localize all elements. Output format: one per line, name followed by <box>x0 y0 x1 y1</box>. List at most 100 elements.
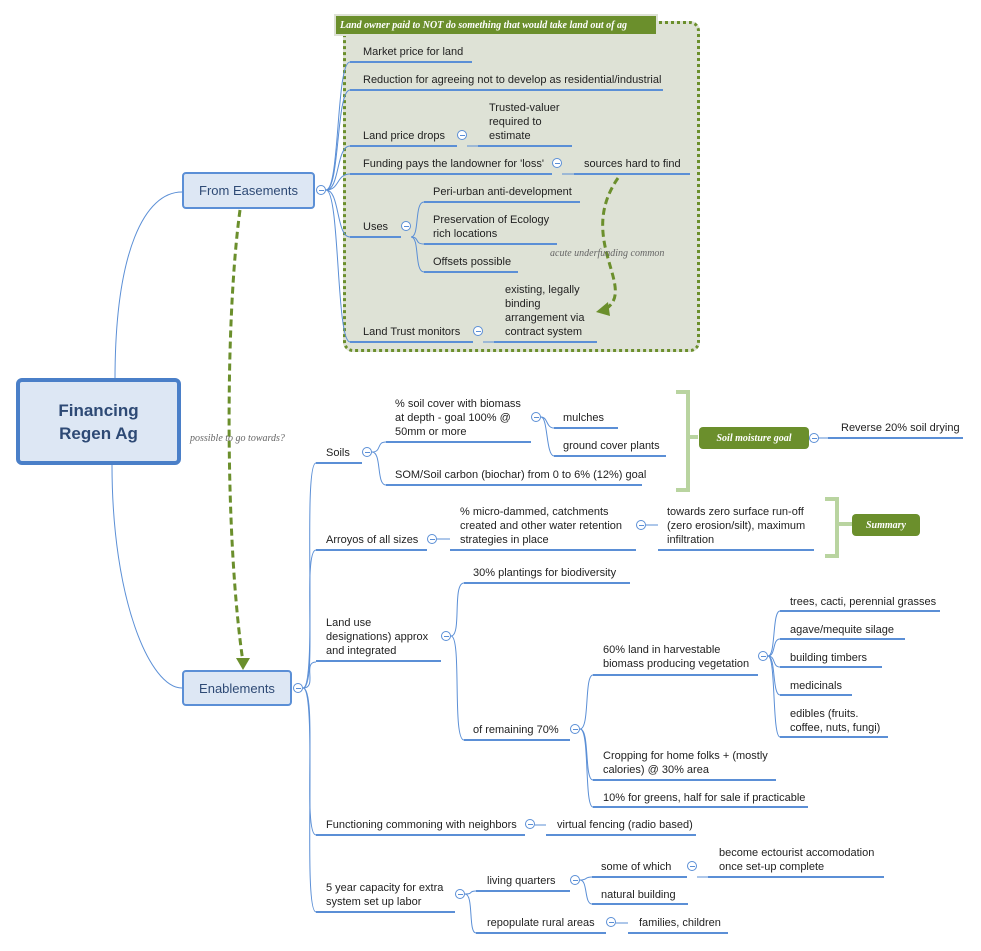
subtopic-micro-dammed[interactable]: % micro-dammed, catchments created and o… <box>460 505 622 547</box>
subtopic-soil-cover[interactable]: % soil cover with biomass at depth - goa… <box>395 397 521 439</box>
root-title-line1: Financing <box>58 400 139 420</box>
subtopic-market-price[interactable]: Market price for land <box>363 46 464 58</box>
subtopic-greens[interactable]: 10% for greens, half for sale if practic… <box>603 792 806 804</box>
subtopic-trees[interactable]: trees, cacti, perennial grasses <box>790 596 937 608</box>
easements-boundary[interactable] <box>343 21 700 352</box>
cropping-line2: calories) @ 30% area <box>603 764 709 776</box>
collapse-toggle-arroyos[interactable] <box>427 534 437 544</box>
subtopic-ecotourist[interactable]: become ectourist accomodation once set-u… <box>719 846 874 874</box>
subtopic-agave[interactable]: agave/mequite silage <box>790 624 894 636</box>
topic-enablements[interactable]: Enablements <box>182 670 292 706</box>
boundary-banner[interactable]: Land owner paid to NOT do something that… <box>334 14 658 36</box>
tag-soil-moisture-goal[interactable]: Soil moisture goal <box>699 427 809 449</box>
existing-line1: existing, legally <box>505 284 580 296</box>
subtopic-some-of-which[interactable]: some of which <box>601 861 672 873</box>
collapse-toggle-remaining[interactable] <box>570 724 580 734</box>
subtopic-commoning[interactable]: Functioning commoning with neighbors <box>326 819 517 831</box>
underline <box>592 876 687 878</box>
subtopic-soils[interactable]: Soils <box>326 447 350 459</box>
underline <box>316 834 525 836</box>
tag-summary[interactable]: Summary <box>852 514 920 536</box>
collapse-toggle-enablements[interactable] <box>293 683 303 693</box>
subtopic-families[interactable]: families, children <box>639 917 721 929</box>
subtopic-offsets[interactable]: Offsets possible <box>433 256 512 268</box>
bracket-tick <box>839 522 853 526</box>
collapse-toggle-land-price[interactable] <box>457 130 467 140</box>
subtopic-edibles[interactable]: edibles (fruits. coffee, nuts, fungi) <box>790 707 880 735</box>
underline <box>350 61 472 63</box>
subtopic-natural-building[interactable]: natural building <box>601 889 676 901</box>
underline <box>546 834 696 836</box>
collapse-toggle-living-quarters[interactable] <box>570 875 580 885</box>
collapse-toggle-easements[interactable] <box>316 185 326 195</box>
collapse-toggle-funding[interactable] <box>552 158 562 168</box>
underline <box>494 341 597 343</box>
collapse-toggle-commoning[interactable] <box>525 819 535 829</box>
subtopic-fencing[interactable]: virtual fencing (radio based) <box>557 819 693 831</box>
subtopic-uses[interactable]: Uses <box>363 221 389 233</box>
topic-from-easements[interactable]: From Easements <box>182 172 315 209</box>
subtopic-remaining[interactable]: of remaining 70% <box>473 724 559 736</box>
preservation-line1: Preservation of Ecology <box>433 214 550 226</box>
subtopic-sources-hard[interactable]: sources hard to find <box>584 158 681 170</box>
underline <box>592 903 688 905</box>
subtopic-land-trust[interactable]: Land Trust monitors <box>363 326 461 338</box>
underline <box>464 739 570 741</box>
subtopic-reverse-drying[interactable]: Reverse 20% soil drying <box>841 422 960 434</box>
subtopic-repopulate[interactable]: repopulate rural areas <box>487 917 595 929</box>
underline <box>780 610 940 612</box>
subtopic-peri-urban[interactable]: Peri-urban anti-development <box>433 186 572 198</box>
subtopic-trusted-valuer[interactable]: Trusted-valuer required to estimate <box>489 101 560 143</box>
collapse-toggle-land-trust[interactable] <box>473 326 483 336</box>
underline <box>350 341 473 343</box>
underline <box>574 173 690 175</box>
collapse-toggle-soil-cover[interactable] <box>531 412 541 422</box>
subtopic-existing-arrangement[interactable]: existing, legally binding arrangement vi… <box>505 283 585 339</box>
relation-label[interactable]: possible to go towards? <box>190 433 285 444</box>
underline <box>424 243 557 245</box>
underfunding-label[interactable]: acute underfunding common <box>550 248 665 259</box>
underline <box>424 201 580 203</box>
ecotourist-line2: once set-up complete <box>719 861 825 873</box>
underline <box>478 145 572 147</box>
underline <box>316 462 362 464</box>
root-topic[interactable]: Financing Regen Ag <box>16 378 181 465</box>
collapse-toggle-soils[interactable] <box>362 447 372 457</box>
subtopic-land-price-drops[interactable]: Land price drops <box>363 130 445 142</box>
subtopic-som[interactable]: SOM/Soil carbon (biochar) from 0 to 6% (… <box>395 469 647 481</box>
collapse-toggle-some-of-which[interactable] <box>687 861 697 871</box>
collapse-toggle-harvestable[interactable] <box>758 651 768 661</box>
subtopic-ground-cover[interactable]: ground cover plants <box>563 440 660 452</box>
subtopic-medicinals[interactable]: medicinals <box>790 680 842 692</box>
subtopic-towards-zero[interactable]: towards zero surface run-off (zero erosi… <box>667 505 805 547</box>
subtopic-living-quarters[interactable]: living quarters <box>487 875 556 887</box>
subtopic-timbers[interactable]: building timbers <box>790 652 868 664</box>
collapse-toggle-land-use[interactable] <box>441 631 451 641</box>
subtopic-cropping[interactable]: Cropping for home folks + (mostly calori… <box>603 749 768 777</box>
subtopic-reduction[interactable]: Reduction for agreeing not to develop as… <box>363 74 662 86</box>
collapse-toggle-soil-moisture[interactable] <box>809 433 819 443</box>
subtopic-funding-pays[interactable]: Funding pays the landowner for 'loss' <box>363 158 544 170</box>
subtopic-plantings[interactable]: 30% plantings for biodiversity <box>473 567 617 579</box>
edibles-line1: edibles (fruits. <box>790 708 859 720</box>
underline <box>386 441 531 443</box>
underline <box>464 582 630 584</box>
subtopic-mulches[interactable]: mulches <box>563 412 604 424</box>
collapse-toggle-capacity[interactable] <box>455 889 465 899</box>
subtopic-capacity[interactable]: 5 year capacity for extra system set up … <box>326 881 443 909</box>
ecotourist-line1: become ectourist accomodation <box>719 847 875 859</box>
underline <box>424 271 518 273</box>
collapse-toggle-repopulate[interactable] <box>606 917 616 927</box>
soil-cover-line1: % soil cover with biomass <box>395 398 521 410</box>
underline <box>780 694 852 696</box>
subtopic-preservation[interactable]: Preservation of Ecology rich locations <box>433 213 549 241</box>
collapse-toggle-micro-dammed[interactable] <box>636 520 646 530</box>
collapse-toggle-uses[interactable] <box>401 221 411 231</box>
subtopic-harvestable[interactable]: 60% land in harvestable biomass producin… <box>603 643 749 671</box>
existing-line3: arrangement via <box>505 312 585 324</box>
bracket-summary <box>825 497 839 558</box>
subtopic-arroyos[interactable]: Arroyos of all sizes <box>326 534 419 546</box>
subtopic-land-use[interactable]: Land use designations) approx and integr… <box>326 616 428 658</box>
trusted-valuer-line2: required to <box>489 116 542 128</box>
micro-dammed-line2: created and other water retention <box>460 520 623 532</box>
